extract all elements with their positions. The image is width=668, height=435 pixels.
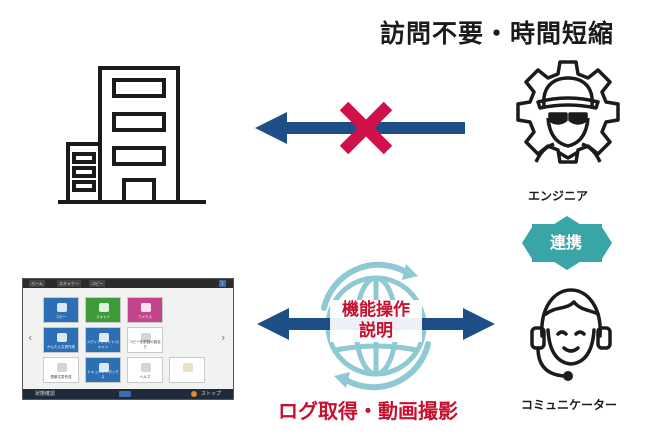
panel-tile: ドキュメントボックス [85,357,121,383]
engineer-label: エンジニア [528,189,589,203]
communicator-label: コミュニケーター [521,398,618,412]
engineer-gear-icon [516,60,620,164]
panel-tile: コピーを前回の設定で [127,327,163,353]
panel-tile: メディアプリント/スキャン [85,327,121,353]
panel-bottom-label: 状態確認 [35,391,56,397]
headline: 訪問不要・時間短縮 [380,19,615,48]
panel-tile: かんたん文書作成 [43,327,79,353]
panel-tile: ファクス [127,297,163,323]
chevron-right-icon: › [221,331,226,344]
panel-tile: 簡単文書作成 [43,357,79,383]
red-caption: ログ取得・動画撮影 [278,399,458,423]
stop-icon [191,391,197,397]
center-text: 機能操作 説明 [330,300,422,342]
panel-tile: ヘルプ [127,357,163,383]
panel-tab: ホーム [29,280,45,287]
panel-tile: スキャナ [85,297,121,323]
panel-tab: コピー [89,280,105,287]
renkei-label: 連携 [549,233,582,252]
control-panel-screenshot: ホーム スキャナー コピー 1 ‹ › コピー スキャナ ファクス かんたん文書… [22,278,234,400]
home-icon [119,391,131,397]
panel-tab: スキャナー [57,280,81,287]
panel-widget [169,357,205,383]
center-text-line: 機能操作 [330,300,422,321]
communicator-headset-icon [530,288,612,381]
building-icon [58,66,206,204]
panel-bottom-bar: 状態確認 ストップ [23,389,233,399]
panel-bottom-label: ストップ [201,391,222,397]
panel-tab: 1 [219,280,226,287]
panel-tile: コピー [43,297,79,323]
cross-icon [339,101,393,155]
renkei-arrow [522,216,612,270]
center-text-line: 説明 [330,321,422,342]
panel-top-bar: ホーム スキャナー コピー 1 [23,279,233,288]
chevron-left-icon: ‹ [28,331,33,344]
